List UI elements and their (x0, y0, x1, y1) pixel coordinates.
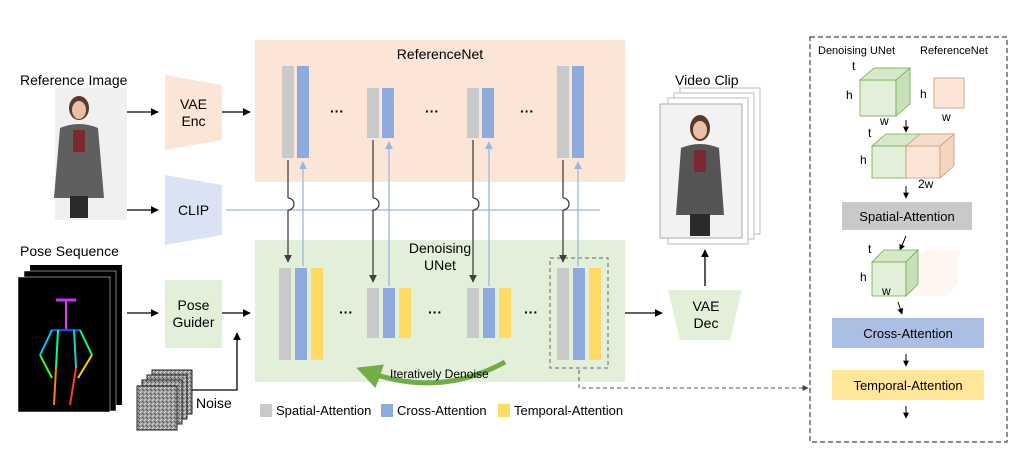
dim-w-2: w (942, 110, 951, 124)
panel-denoising-unet-label: Denoising UNet (818, 45, 896, 57)
concatenated-cube (870, 133, 956, 179)
vae-enc-shape (165, 75, 222, 150)
legend-cross-label: Cross-Attention (397, 403, 487, 418)
denoising-unet-hourglass (255, 240, 625, 382)
dim-h-4: h (860, 270, 867, 284)
ellipsis-3: ··· (520, 103, 534, 119)
dim-2w: 2w (918, 177, 934, 191)
ellipsis-6: ··· (524, 304, 538, 320)
noise-stack (136, 369, 193, 431)
dim-t-3: t (868, 242, 872, 256)
vae-enc-label: VAE Enc (180, 96, 207, 129)
dim-h-3: h (860, 153, 867, 167)
ellipsis-4: ··· (339, 304, 353, 320)
vae-dec-shape (668, 290, 742, 340)
vae-dec-label: VAE Dec (692, 298, 720, 331)
temporal-attention-box (832, 370, 984, 400)
spatial-attention-box (842, 202, 972, 230)
referencenet-title: ReferenceNet (396, 46, 484, 62)
dim-w-3: w (882, 284, 891, 298)
noise-label: Noise (196, 395, 232, 411)
unet-feature-cube (858, 67, 912, 117)
iteratively-denoise-label: Iteratively Denoise (390, 367, 489, 381)
dim-h-1: h (846, 88, 853, 102)
split-cube (871, 249, 958, 297)
reference-image (54, 88, 127, 220)
video-clip-label: Video Clip (675, 72, 739, 88)
legend-spatial-label: Spatial-Attention (276, 403, 372, 418)
dim-t-1: t (852, 59, 856, 73)
pose-sequence-label: Pose Sequence (20, 243, 119, 259)
panel-cross-attention: Cross-Attention (863, 326, 953, 341)
clip-label: CLIP (177, 202, 210, 218)
pose-guider-shape (165, 280, 222, 348)
denoising-unet-title: Denoising UNet (408, 240, 472, 273)
clip-shape (165, 175, 222, 245)
cross-attention-box (832, 318, 984, 348)
dim-h-2: h (920, 87, 927, 101)
ellipsis-5: ··· (428, 304, 442, 320)
ellipsis-2: ··· (425, 103, 439, 119)
iteratively-denoise-arrow (356, 359, 507, 388)
detail-panel (809, 36, 1008, 443)
video-clip-stack (659, 87, 761, 245)
panel-temporal-attention: Temporal-Attention (853, 378, 963, 393)
referencenet-feature-square (933, 77, 965, 109)
reference-image-label: Reference Image (20, 72, 128, 88)
pose-sequence-stack (17, 265, 122, 413)
panel-spatial-attention: Spatial-Attention (859, 209, 955, 224)
legend-temporal-label: Temporal-Attention (514, 403, 624, 418)
panel-referencenet-label: ReferenceNet (920, 45, 988, 57)
ellipsis-1: ··· (330, 103, 344, 119)
dim-w-1: w (880, 114, 889, 128)
pose-guider-label: Pose Guider (172, 297, 215, 330)
dim-t-2: t (868, 126, 872, 140)
selected-block-outline (549, 257, 609, 369)
